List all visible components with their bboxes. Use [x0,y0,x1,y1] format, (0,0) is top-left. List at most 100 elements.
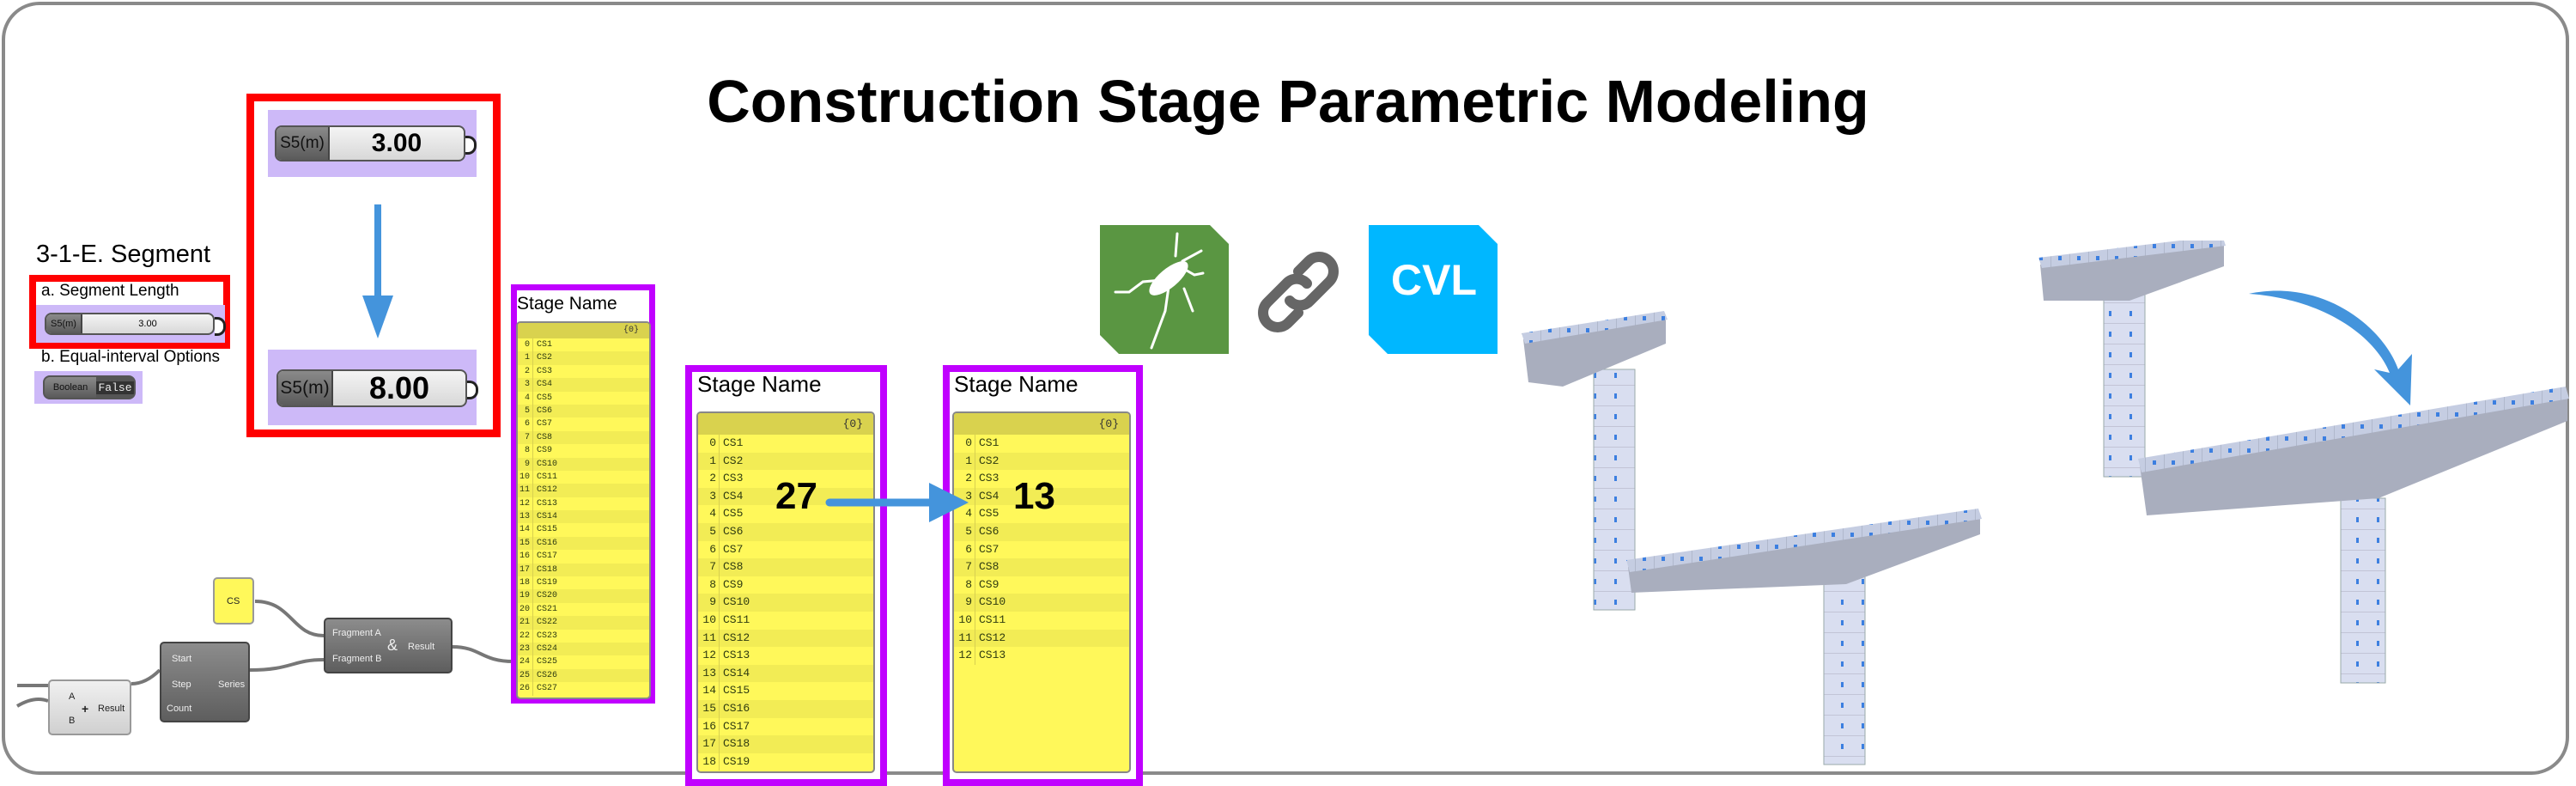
cs-panel[interactable]: CS [213,577,254,625]
item-value: CS1 [723,436,744,449]
boolean-toggle[interactable]: Boolean False [43,375,136,399]
list-item: 3 CS4 [954,487,1129,506]
slider-label: S5(m) [46,314,82,333]
count-after: 13 [1013,475,1055,517]
item-index: 11 [954,629,975,648]
ampersand-icon: & [387,637,398,654]
list-item: 7 CS8 [518,430,649,445]
input-fragment-b: Fragment B [332,654,382,664]
segment-heading: 3-1-E. Segment [36,241,211,268]
output-grip[interactable] [215,317,226,336]
item-value: CS21 [537,604,558,614]
item-index: 8 [518,444,533,458]
item-value: CS1 [537,340,553,350]
item-index: 9 [698,594,720,612]
item-index: 3 [518,378,533,392]
concatenate-node[interactable]: Fragment A Fragment B & Result [324,618,453,673]
item-index: 13 [518,510,533,524]
item-value: CS4 [979,489,999,503]
item-index: 10 [518,470,533,484]
item-value: CS19 [723,754,750,768]
item-index: 7 [518,430,533,445]
segment-length-slider[interactable]: S5(m) 3.00 [45,313,215,335]
cvl-logo [1369,225,1498,354]
output-grip[interactable] [467,381,478,399]
item-value: CS11 [723,612,750,626]
item-index: 11 [698,629,720,648]
item-value: CS18 [537,564,558,575]
item-value: CS9 [979,577,999,591]
slider-value: 8.00 [368,370,430,405]
item-value: CS4 [723,489,744,503]
item-index: 2 [954,470,975,488]
input-step: Step [172,679,191,690]
list-item: 18 CS19 [518,576,649,590]
item-value: CS12 [537,485,558,496]
item-index: 18 [518,576,533,590]
item-value: CS19 [537,578,558,588]
item-value: CS11 [979,612,1006,626]
item-value: CS16 [537,538,558,548]
item-index: 24 [518,655,533,669]
item-value: CS3 [537,366,553,376]
item-index: 15 [698,699,720,718]
item-index: 18 [698,752,720,771]
item-value: CS8 [537,432,553,442]
item-index: 22 [518,629,533,643]
panel-path-header: {0} [518,323,649,338]
after-slider[interactable]: S5(m) 8.00 [276,369,467,407]
item-index: 3 [954,487,975,506]
before-slider[interactable]: S5(m) 3.00 [275,125,465,161]
item-index: 16 [698,717,720,736]
item-index: 4 [518,391,533,405]
segment-length-label: a. Segment Length [41,282,179,300]
item-value: CS7 [723,542,744,556]
item-value: CS6 [723,524,744,538]
bridge-model-4 [2138,387,2569,684]
series-node[interactable]: Start Step Count Series [160,642,250,722]
output-result: Result [408,642,435,652]
item-value: CS17 [723,719,750,733]
item-index: 25 [518,668,533,683]
output-grip[interactable] [465,136,477,155]
addition-node[interactable]: A B + Result [48,679,131,735]
item-index: 4 [698,505,720,523]
item-value: CS4 [537,380,553,390]
item-value: CS2 [537,353,553,363]
toggle-label: Boolean [45,377,96,398]
item-value: CS10 [723,595,750,609]
item-value: CS13 [979,649,1006,662]
item-index: 2 [518,364,533,379]
item-index: 16 [518,550,533,564]
item-index: 23 [518,642,533,656]
item-index: 9 [518,457,533,471]
slider-change-highlight [246,94,501,437]
item-value: CS20 [537,591,558,601]
item-value: CS2 [723,454,744,467]
item-index: 12 [698,647,720,665]
input-b: B [69,716,76,726]
